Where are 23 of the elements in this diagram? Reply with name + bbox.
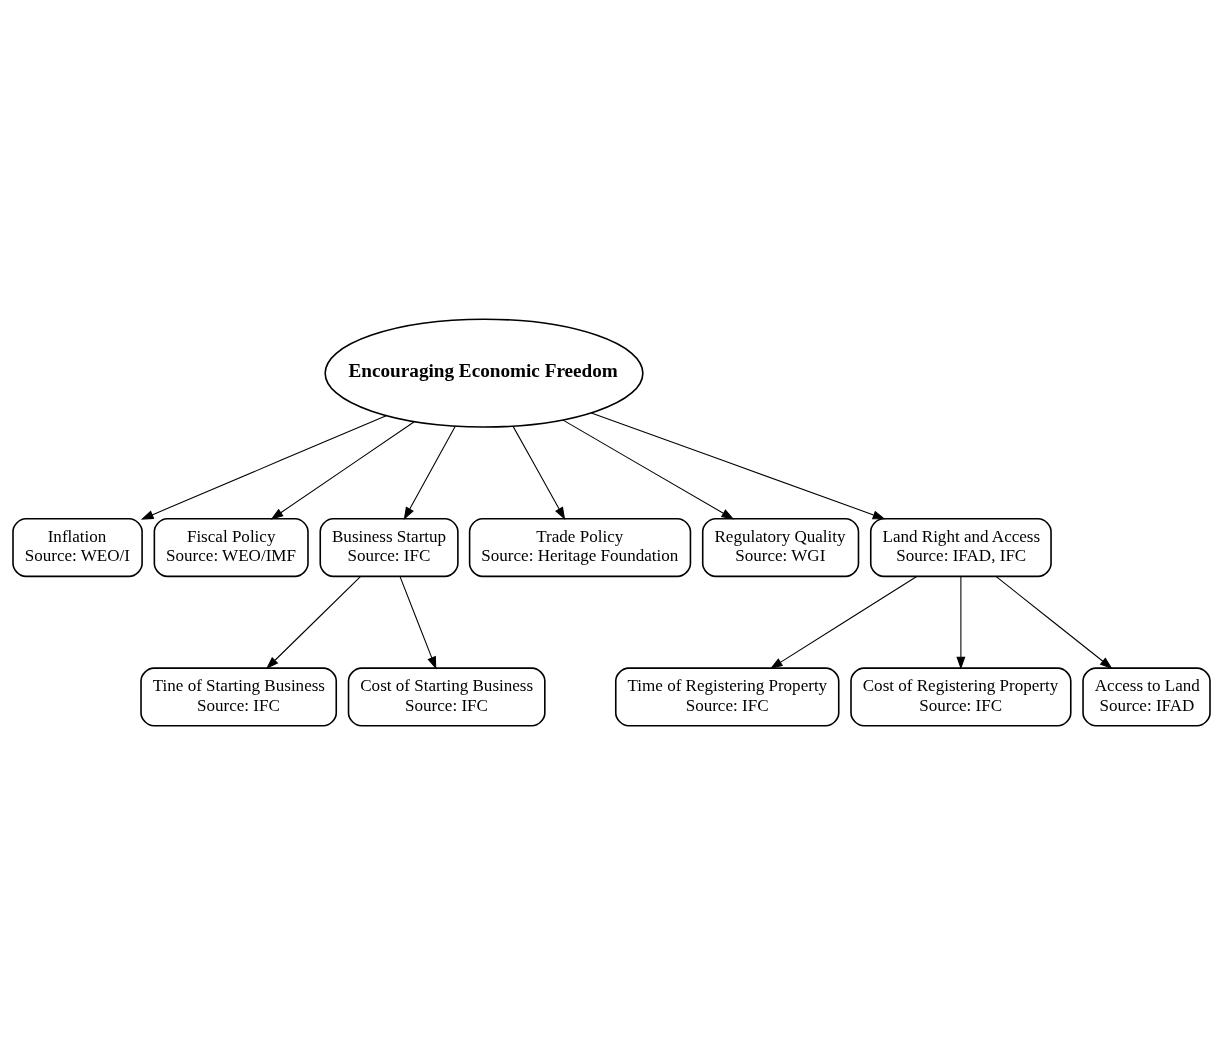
arrow — [562, 419, 735, 520]
arrow — [769, 575, 918, 669]
node-box: Trade Policy Source: Heritage Foundation — [468, 517, 692, 578]
node-box: Access to Land Source: IFAD — [1082, 667, 1211, 727]
node-box: Cost of Registering Property Source: IFC — [850, 667, 1072, 727]
node-box: Business Startup Source: IFC — [319, 517, 459, 578]
node-ellipse: Encouraging Economic Freedom — [324, 318, 644, 428]
node-box: Land Right and Access Source: IFAD, IFC — [869, 517, 1052, 578]
node-box: Fiscal Policy Source: WEO/IMF — [153, 517, 309, 578]
node-box: Time of Registering Property Source: IFC — [614, 667, 840, 727]
arrow — [956, 576, 966, 670]
arrow — [140, 415, 387, 520]
node-box: Regulatory Quality Source: WGI — [701, 517, 860, 578]
arrow — [403, 425, 456, 520]
arrow — [266, 576, 361, 670]
node-box: Inflation Source: WEO/I — [12, 517, 143, 578]
arrow — [399, 576, 437, 670]
node-box: Tine of Starting Business Source: IFC — [140, 667, 338, 727]
node-box: Cost of Starting Business Source: IFC — [347, 667, 546, 727]
arrow — [995, 576, 1113, 669]
arrow — [270, 421, 415, 520]
arrow — [512, 425, 566, 520]
arrow — [590, 412, 886, 520]
